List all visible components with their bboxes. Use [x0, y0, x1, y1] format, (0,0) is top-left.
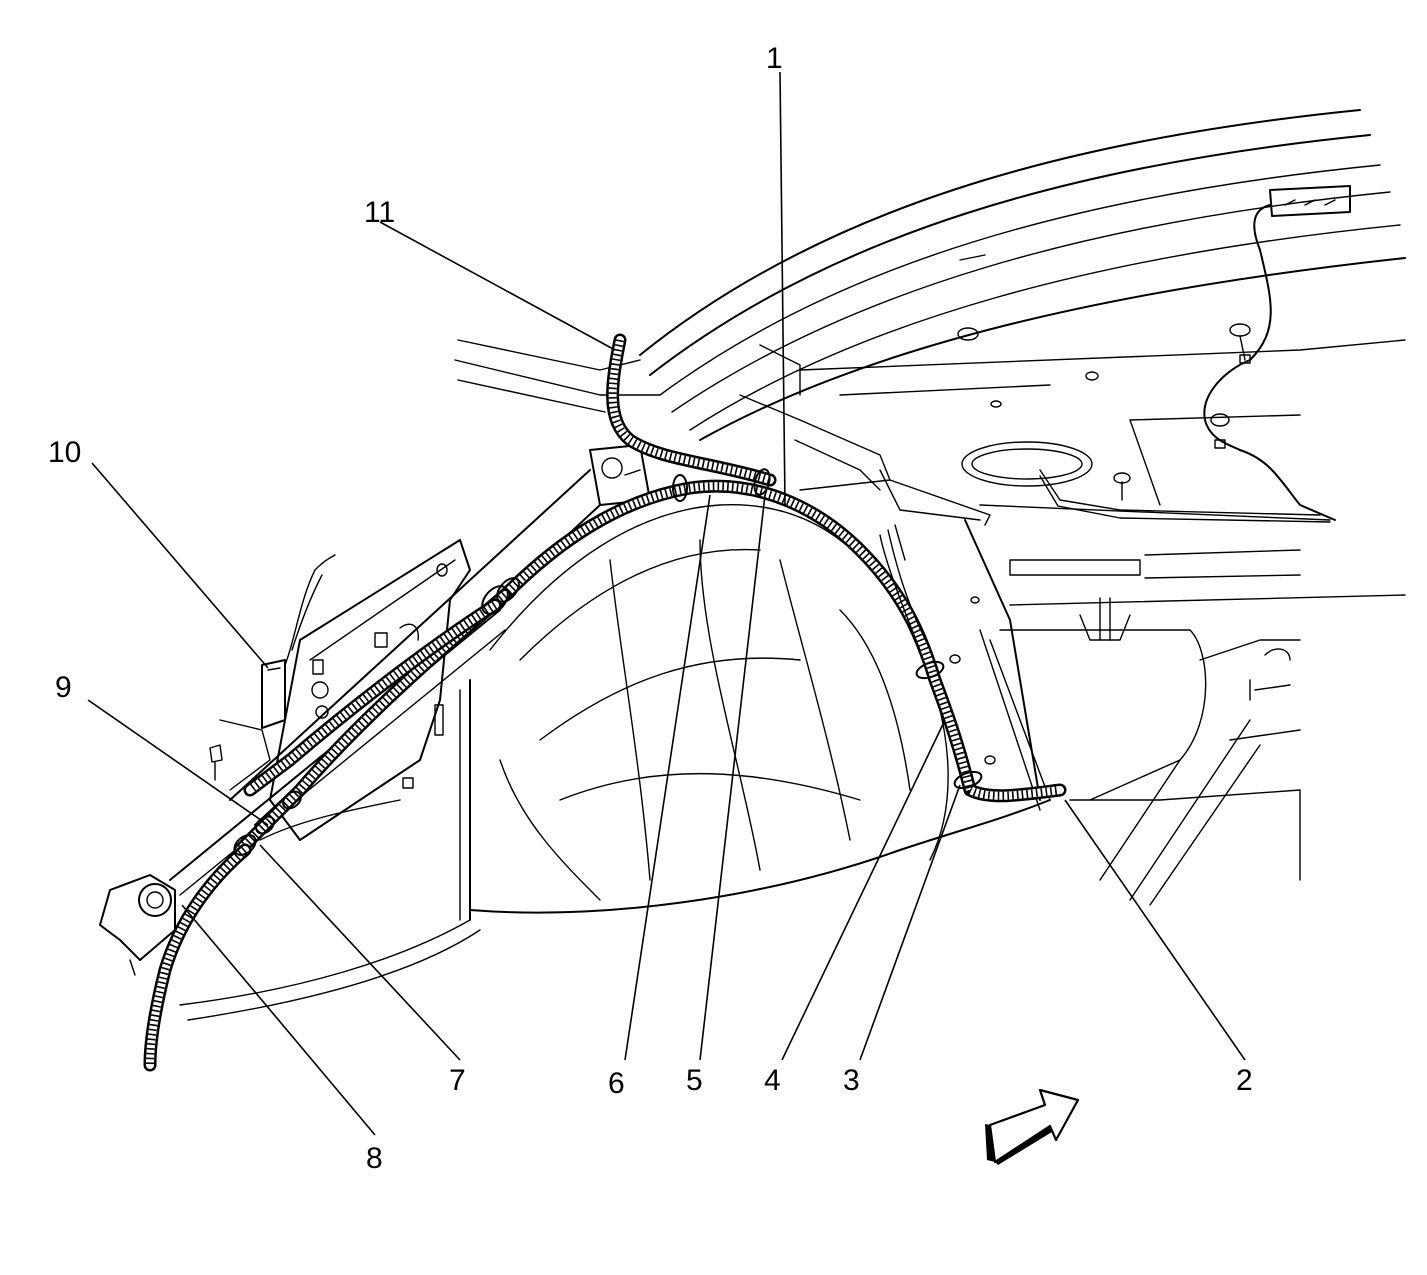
callout-11: 11 [364, 196, 395, 229]
wheelhouse-panel [179, 504, 1051, 1021]
high-mount-stop-lamp [1203, 185, 1351, 521]
roof-rail-structure [454, 109, 1406, 491]
forward-arrow-icon [985, 1088, 1080, 1165]
callout-1: 1 [766, 42, 783, 75]
callout-4: 4 [764, 1064, 781, 1097]
callout-5: 5 [686, 1064, 703, 1097]
inner-quarter-trim [799, 469, 1051, 811]
callout-9: 9 [55, 671, 72, 704]
harness-clips [233, 468, 983, 856]
callout-6: 6 [608, 1067, 625, 1100]
callout-labels: 1 2 3 4 5 6 7 8 9 10 11 [48, 42, 1253, 1175]
callout-3: 3 [843, 1064, 860, 1097]
callout-7: 7 [449, 1064, 466, 1097]
callout-8: 8 [366, 1142, 383, 1175]
callout-10: 10 [48, 436, 81, 469]
rear-floor-panel [799, 254, 1406, 906]
callout-2: 2 [1236, 1064, 1253, 1097]
control-module [209, 554, 336, 791]
leader-lines [87, 71, 1246, 1136]
